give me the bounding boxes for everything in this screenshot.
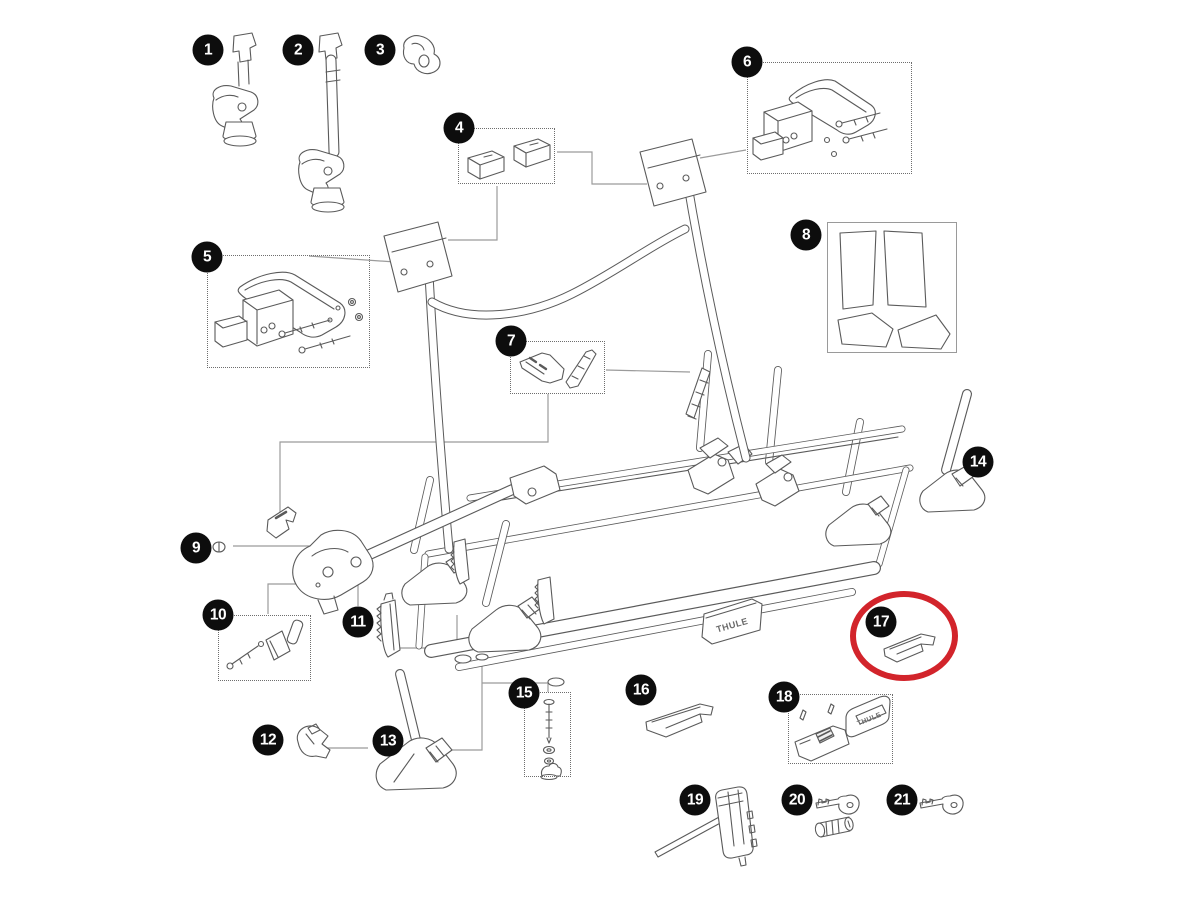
part-group-box-15 [524, 692, 571, 777]
part-badge-18: 18 [768, 681, 800, 713]
part-10-drawing [226, 619, 304, 670]
thule-rail-sleeve: THULE [701, 598, 763, 645]
back-clamp-right [755, 454, 800, 507]
part-13-drawing [375, 669, 457, 791]
main-frame-drawing: THULE [266, 138, 914, 687]
connector-line [279, 394, 549, 512]
highlight-layer [850, 591, 958, 681]
wheel-holder-front-left [401, 538, 470, 606]
wheel-holder-right [825, 495, 892, 547]
part-group-box-10 [218, 615, 311, 681]
wheel-holder-front-center [468, 576, 555, 653]
part-badge-4: 4 [443, 112, 475, 144]
highlight-circle-part-17 [850, 591, 958, 681]
part-group-box-7 [510, 341, 605, 394]
part-badge-11: 11 [342, 606, 374, 638]
connector-line [557, 151, 647, 185]
rail-strip [685, 367, 711, 420]
part-3-drawing [402, 35, 441, 75]
part-21-drawing [919, 794, 964, 815]
part-badge-13: 13 [372, 725, 404, 757]
part-15-drawing [540, 698, 562, 781]
part-4-drawing [467, 138, 551, 180]
part-11-drawing [376, 592, 401, 658]
part-badge-2: 2 [282, 34, 314, 66]
part-badge-12: 12 [252, 724, 284, 756]
part-12-drawing [296, 723, 331, 759]
part-badge-7: 7 [495, 325, 527, 357]
part-badge-8: 8 [790, 219, 822, 251]
part-group-box-5 [207, 255, 370, 368]
connector-line [699, 149, 747, 159]
top-pad-left [383, 221, 453, 293]
part-badge-19: 19 [679, 784, 711, 816]
part-20-drawing [814, 794, 860, 838]
connector-line [448, 186, 498, 241]
part-1-drawing [212, 32, 259, 147]
connector-line [605, 369, 691, 373]
connector-line [450, 658, 483, 751]
part-6-drawing [752, 79, 888, 161]
part-17-drawing [883, 633, 936, 663]
part-badge-20: 20 [781, 784, 813, 816]
part-badge-6: 6 [731, 46, 763, 78]
part-5-drawing [214, 271, 364, 354]
part-badge-3: 3 [364, 34, 396, 66]
part-19-drawing [654, 786, 758, 867]
part-2-drawing [298, 32, 345, 213]
part-group-box-6 [747, 62, 912, 174]
part-8-drawing [837, 230, 951, 350]
part-badge-16: 16 [625, 674, 657, 706]
part-badge-17: 17 [865, 606, 897, 638]
top-pad-right [639, 138, 707, 207]
part-9-drawing [212, 541, 226, 553]
part-badge-5: 5 [191, 241, 223, 273]
rail-clip [266, 506, 297, 539]
part-group-box-8 [827, 222, 957, 353]
part-7-drawing [519, 349, 597, 389]
connector-line [308, 255, 396, 263]
tilt-arm [292, 465, 561, 615]
part-badge-10: 10 [202, 599, 234, 631]
part-group-box-18 [788, 694, 893, 764]
part-badge-21: 21 [886, 784, 918, 816]
part-badge-1: 1 [192, 34, 224, 66]
back-clamp-left [687, 437, 753, 495]
part-18-drawing: THULE [794, 695, 891, 762]
part-badge-14: 14 [962, 446, 994, 478]
part-badge-15: 15 [508, 677, 540, 709]
part-badge-9: 9 [180, 532, 212, 564]
part-16-drawing [645, 703, 714, 738]
part-group-box-4 [458, 128, 555, 184]
